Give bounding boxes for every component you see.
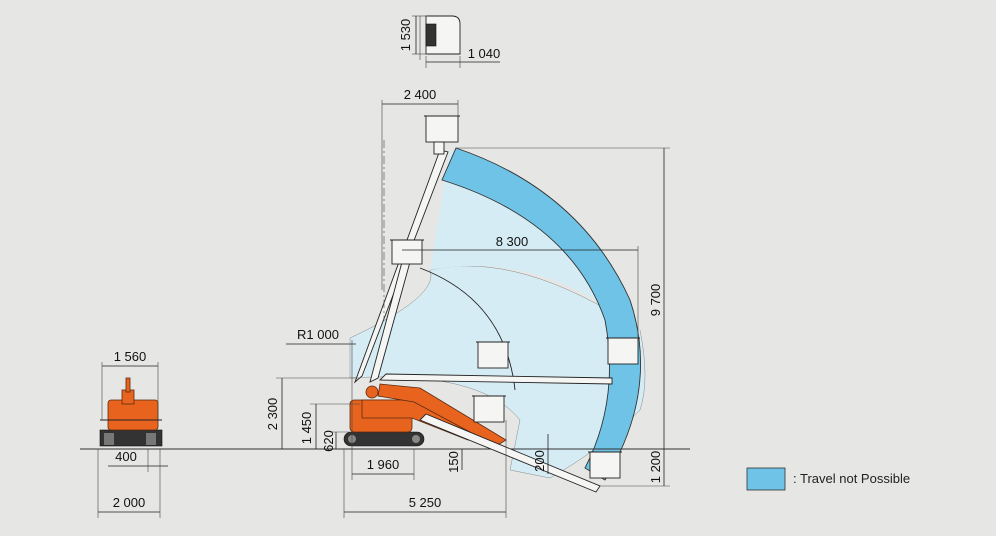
front-view-machine [99,377,163,447]
basket-low [472,395,506,423]
dim-8300: 8 300 [496,234,529,249]
dim-150: 150 [446,451,461,473]
legend-swatch [746,467,786,491]
dim-620: 620 [321,430,336,452]
dim-400: 400 [115,449,137,464]
basket-top [424,115,460,155]
dim-9700: 9 700 [648,284,663,317]
basket-right [378,337,640,385]
basket-below [419,413,622,493]
dim-1200: 1 200 [648,451,663,484]
boom-extended [353,140,449,384]
dim-1560: 1 560 [114,349,147,364]
basket-mid-right [476,341,510,369]
dim-5250: 5 250 [409,495,442,510]
dim-2400: 2 400 [404,87,437,102]
dim-basket-width: 1 040 [468,46,501,61]
dim-2000: 2 000 [113,495,146,510]
basket-mid [390,239,424,265]
dim-200: 200 [532,450,547,472]
dim-1960: 1 960 [367,457,400,472]
dim-1450: 1 450 [299,412,314,445]
dim-2300: 2 300 [265,398,280,431]
dim-basket-height: 1 530 [398,19,413,52]
inner-reach-arc [419,267,516,391]
dim-r1000: R1 000 [297,327,339,342]
legend-label: : Travel not Possible [793,471,910,486]
basket-detail [412,15,500,68]
